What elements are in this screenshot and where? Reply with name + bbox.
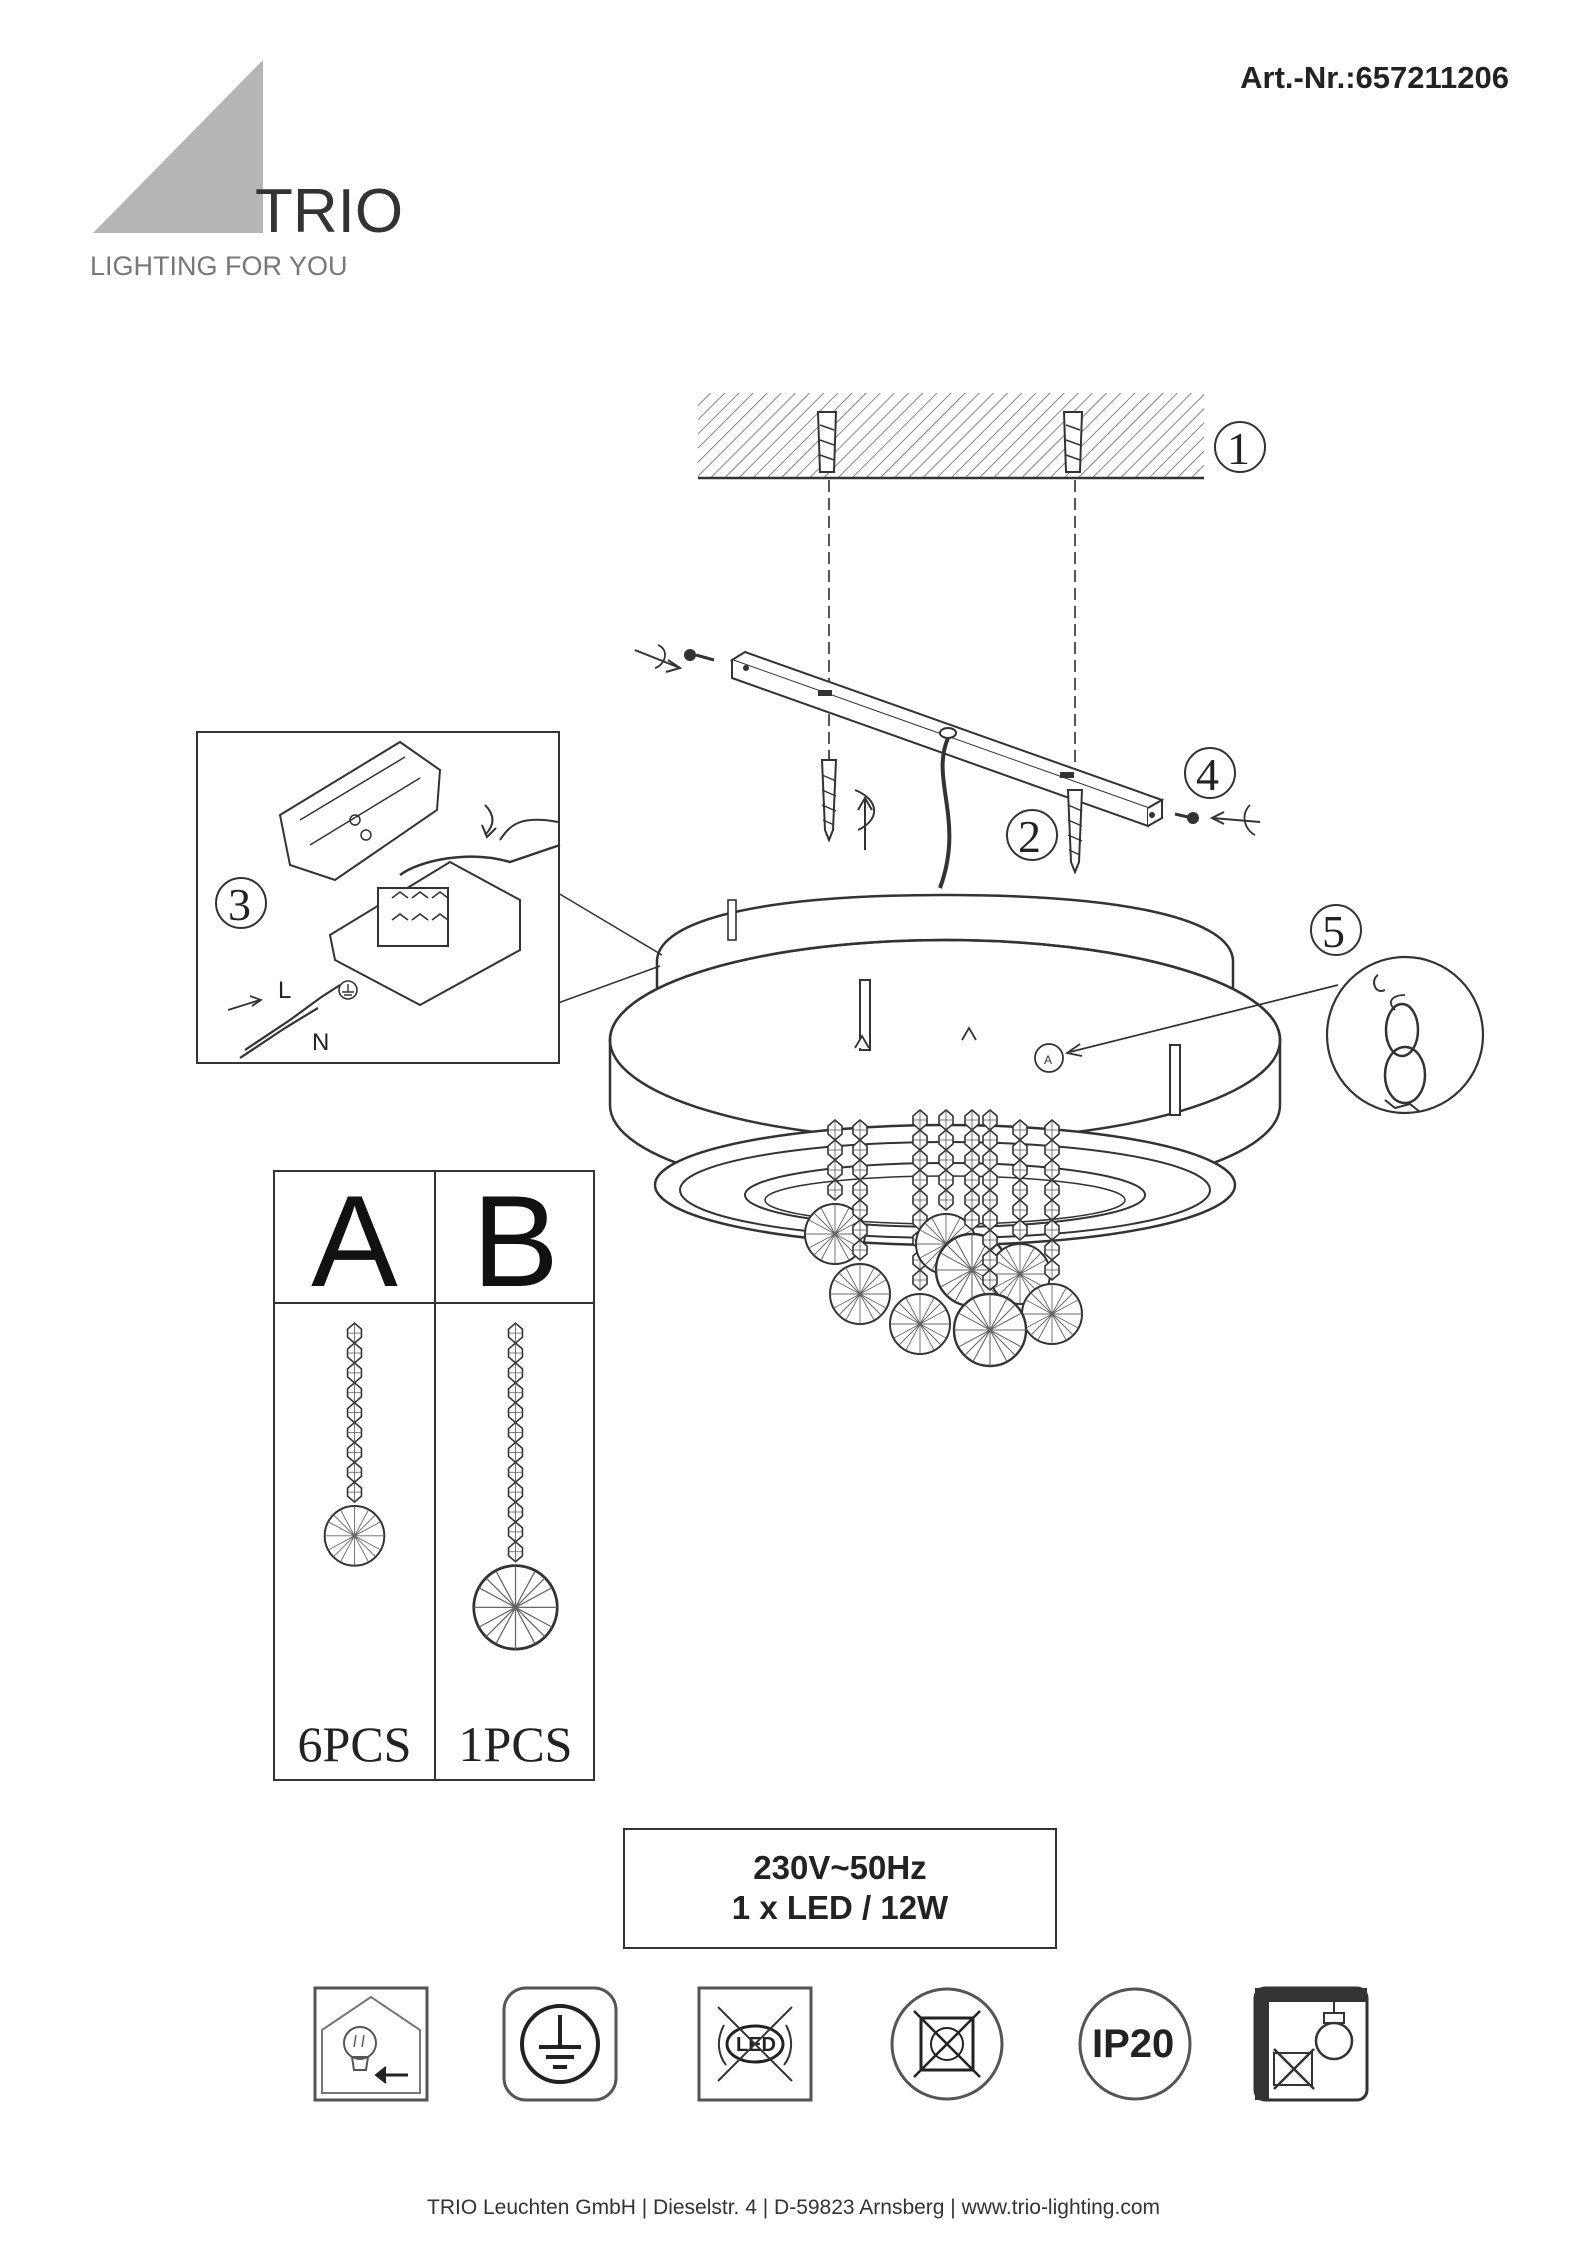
part-a-column: A 6PCS (275, 1172, 434, 1779)
ip-rating-text: IP20 (1092, 2022, 1174, 2066)
wire-neutral-label: N (312, 1029, 329, 1056)
part-a-label: A (275, 1172, 434, 1304)
part-b-column: B 1PCS (434, 1172, 595, 1779)
strand-b-drawing (474, 1323, 557, 1649)
wall-plug-right (1064, 412, 1082, 472)
part-a-quantity: 6PCS (275, 1715, 434, 1773)
bracket-screw-left (684, 649, 714, 661)
wall-plug-left (818, 412, 836, 472)
detail-marker: A (1044, 1053, 1052, 1067)
spec-box: 230V~50Hz 1 x LED / 12W (623, 1828, 1057, 1949)
detail-hook-bubble (1327, 957, 1483, 1113)
parts-table: A 6PCS B 1PCS (273, 1170, 595, 1781)
protective-earth-icon (501, 1985, 619, 2105)
strand-a-drawing (325, 1323, 385, 1565)
wood-screw-right (1068, 790, 1082, 872)
spec-lamp: 1 x LED / 12W (625, 1888, 1055, 1928)
step-1-label: 1 (1227, 423, 1250, 474)
step-2-label: 2 (1018, 811, 1041, 862)
part-b-label: B (436, 1172, 595, 1304)
ceiling-hatch (698, 393, 1204, 478)
step-4-label: 4 (1196, 749, 1219, 800)
wire-live-label: L (278, 977, 291, 1004)
part-a-illustration (275, 1312, 434, 1712)
step-5-label: 5 (1322, 906, 1345, 957)
step-3-label: 3 (228, 879, 251, 930)
footer-address: TRIO Leuchten GmbH | Dieselstr. 4 | D-59… (0, 2196, 1587, 2220)
bulb-replaceable-icon (312, 1985, 430, 2105)
wood-screw-left (822, 760, 836, 840)
spec-voltage: 230V~50Hz (625, 1848, 1055, 1888)
part-b-illustration (436, 1312, 595, 1712)
ceiling-mount-only-icon (1252, 1985, 1370, 2105)
no-dimmer-icon (888, 1985, 1006, 2105)
bracket-screw-right (1175, 812, 1199, 824)
led-not-replaceable-icon: LED (696, 1985, 814, 2105)
ip-rating-icon: IP20 (1076, 1985, 1194, 2105)
part-b-quantity: 1PCS (436, 1715, 595, 1773)
